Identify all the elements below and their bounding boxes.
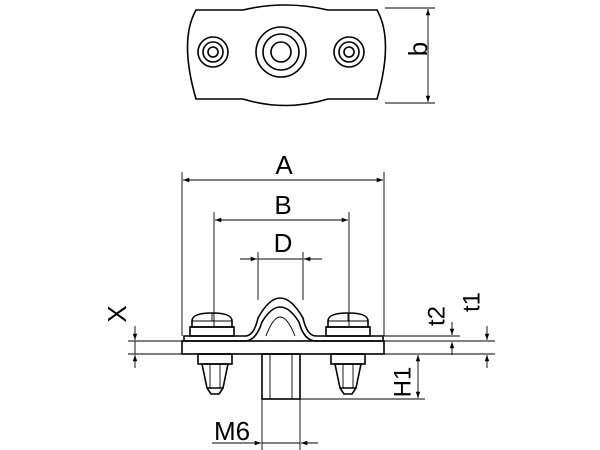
label-D: D — [274, 228, 293, 258]
pipe-arc — [265, 316, 296, 337]
label-M6: M6 — [214, 416, 250, 446]
left-nut — [197, 353, 233, 395]
center-sleeve — [261, 353, 301, 400]
right-nut — [330, 353, 366, 395]
dimension-B: B — [213, 190, 350, 326]
base-plate-side — [181, 340, 385, 355]
side-view: A B D X — [102, 150, 495, 450]
dimension-A: A — [181, 150, 385, 336]
dimension-X: X — [102, 305, 182, 368]
dimension-M6: M6 — [212, 399, 318, 450]
label-X: X — [102, 305, 132, 322]
label-t1: t1 — [458, 292, 485, 312]
left-screw-hole — [197, 36, 229, 68]
dimension-b: b — [385, 7, 435, 104]
center-hole — [255, 26, 307, 78]
dimension-D: D — [240, 228, 322, 300]
left-screw — [189, 312, 235, 337]
right-screw-hole — [333, 36, 365, 68]
label-B: B — [274, 190, 291, 220]
saddle-strap — [183, 297, 384, 342]
dimension-H1: H1 — [300, 353, 425, 400]
base-plate-outline — [186, 4, 387, 107]
label-t2: t2 — [423, 306, 450, 326]
right-screw — [325, 312, 371, 337]
dimension-t1: t1 — [384, 292, 495, 368]
label-H1: H1 — [389, 367, 416, 398]
label-A: A — [275, 150, 293, 180]
dimension-t2: t2 — [384, 306, 460, 355]
top-view: b — [186, 4, 435, 107]
label-b: b — [403, 42, 433, 56]
